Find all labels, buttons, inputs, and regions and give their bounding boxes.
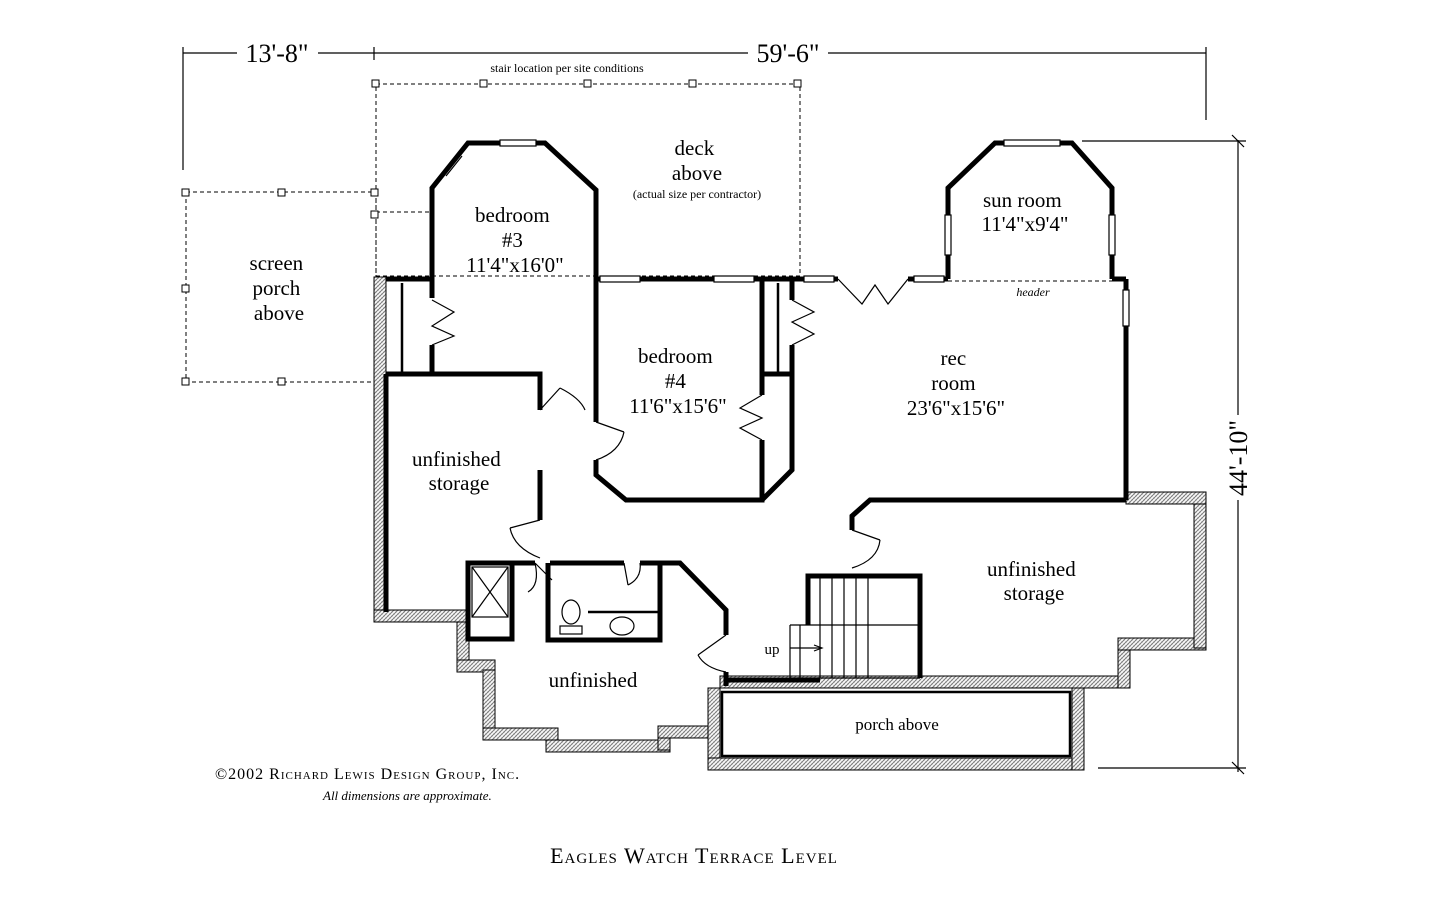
room-porch-above: porch above xyxy=(855,715,939,734)
disclaimer-text: All dimensions are approximate. xyxy=(322,788,492,803)
room-deck: deck above xyxy=(672,136,722,185)
main-walls xyxy=(383,140,1129,686)
doors xyxy=(430,278,909,673)
stair-up-label: up xyxy=(765,642,780,658)
room-unfinished-storage-right: unfinished storage xyxy=(987,557,1081,605)
header-note: header xyxy=(1016,285,1050,299)
dimension-depth: 44'-10" xyxy=(1224,420,1253,496)
windows xyxy=(445,139,1130,327)
stair-location-note: stair location per site conditions xyxy=(490,61,644,75)
room-unfinished-storage-left: unfinished storage xyxy=(412,447,506,495)
deck-note: (actual size per contractor) xyxy=(633,187,761,201)
room-bedroom-4: bedroom #4 11'6"x15'6" xyxy=(629,344,726,418)
bath-fixtures xyxy=(471,566,635,636)
deck-outline xyxy=(371,79,802,277)
screen-porch-outline xyxy=(181,188,432,386)
room-sun-room: sun room 11'4"x9'4" xyxy=(982,188,1069,236)
dimension-lines xyxy=(182,47,1246,775)
porch-above-box xyxy=(720,690,1072,758)
copyright-text: ©2002 Richard Lewis Design Group, Inc. xyxy=(215,766,520,783)
stair-treads xyxy=(790,576,920,679)
room-screen-porch: screen porch above xyxy=(250,251,309,325)
dimension-left-width: 13'-8" xyxy=(246,39,309,68)
plan-title: Eagles Watch Terrace Level xyxy=(550,843,838,868)
room-unfinished: unfinished xyxy=(549,668,638,692)
dimension-main-width: 59'-6" xyxy=(757,39,820,68)
room-rec-room: rec room 23'6"x15'6" xyxy=(907,346,1005,420)
room-bedroom-3: bedroom #3 11'4"x16'0" xyxy=(466,203,563,277)
